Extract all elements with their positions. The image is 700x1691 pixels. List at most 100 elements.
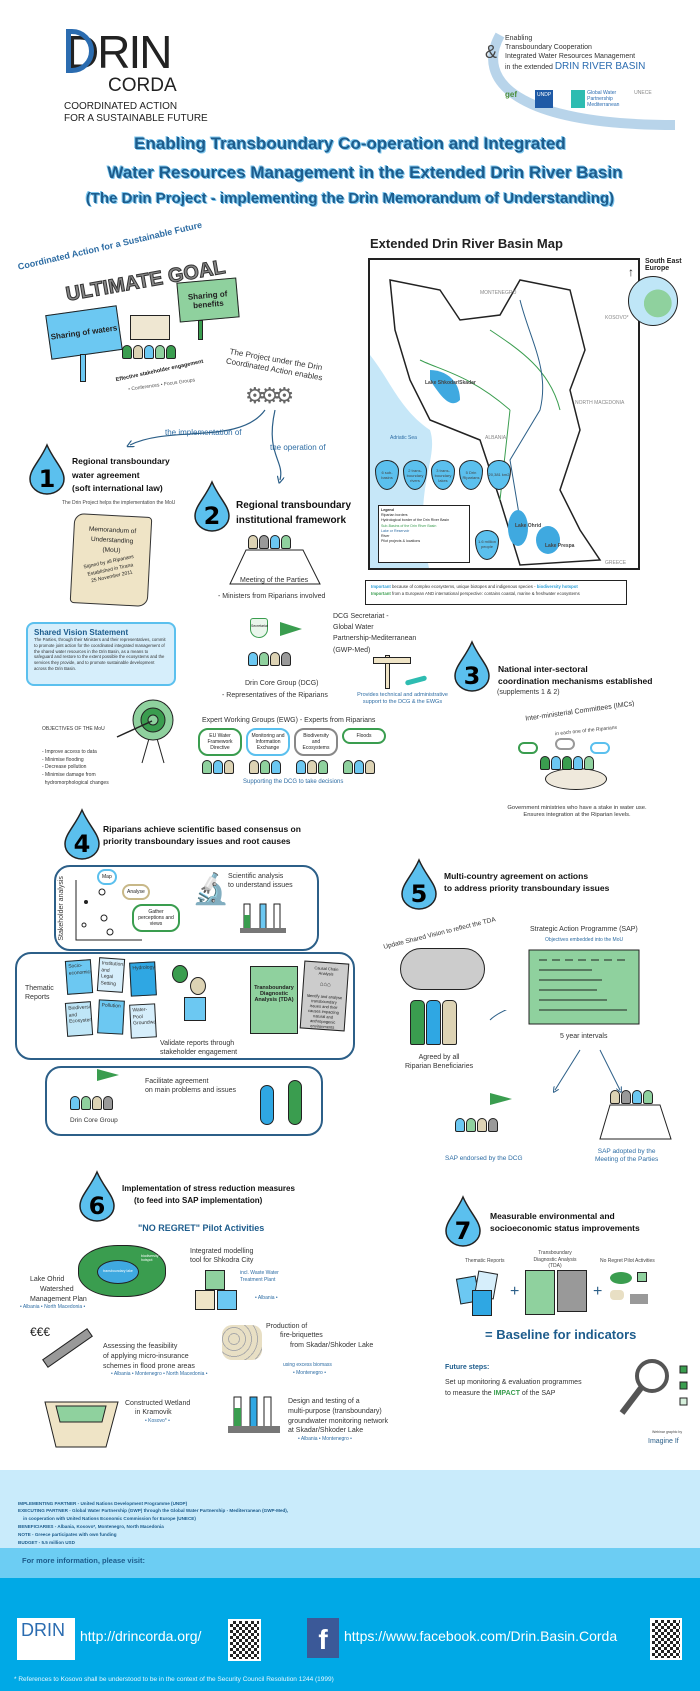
operation-label: the operation of	[270, 443, 326, 452]
inset-label: South East Europe	[645, 258, 682, 272]
analyse-bubble: Analyse	[122, 884, 150, 900]
intervals-label: 5 year intervals	[560, 1033, 608, 1040]
facilitate-box	[45, 1066, 323, 1136]
map-title: Extended Drin River Basin Map	[370, 236, 563, 251]
svg-text:4: 4	[74, 830, 91, 858]
flag-icon	[280, 622, 302, 636]
title-line: (soft international law)	[72, 483, 163, 494]
ewg-groups: EU Water Framework Directive Monitoring …	[198, 728, 386, 756]
stakeholder-axis-label: Stakeholder analysis	[57, 876, 65, 941]
country-label: MONTENEGRO	[480, 290, 517, 296]
shared-vision-title: Shared Vision Statement	[34, 628, 129, 637]
main-title-line-3: (The Drin Project - implementing the Dri…	[85, 190, 615, 207]
sap-title: Strategic Action Programme (SAP)	[530, 926, 638, 933]
map-bubble: Map	[97, 869, 117, 885]
baseline-label: = Baseline for indicators	[485, 1327, 636, 1342]
imc-sub: in each one of the Riparians	[554, 724, 618, 738]
cubes-icon	[195, 1270, 240, 1315]
website-link[interactable]: http://drincorda.org/	[80, 1628, 202, 1644]
title-line: (to feed into SAP implementation)	[134, 1195, 263, 1205]
important-text: because of complex ecosystems, unique bi…	[392, 584, 536, 589]
pilot-line: in Kramovik	[135, 1408, 172, 1416]
partner-line: Transboundary Cooperation	[505, 43, 592, 51]
causal-text: Identify and analyse transboundary issue…	[306, 992, 343, 1030]
imc-label: Inter-ministerial Committees (IMCs)	[524, 700, 635, 723]
drop-number-2-icon: 2	[193, 480, 231, 532]
engagement-item: Conferences	[131, 382, 160, 393]
pilot-line: tool for Shkodra City	[190, 1256, 254, 1264]
country-label: GREECE	[605, 560, 627, 566]
pilot-location: • Albania • Montenegro • North Macedonia…	[111, 1371, 208, 1378]
facebook-link[interactable]: https://www.facebook.com/Drin.Basin.Cord…	[344, 1628, 618, 1644]
sap-endorsed: SAP endorsed by the DCG	[445, 1155, 523, 1162]
mou-note: The Drin Project helps the implementatio…	[62, 500, 176, 506]
important-label: Important	[371, 584, 391, 589]
ewg-bubble: EU Water Framework Directive	[198, 728, 242, 756]
pilot-line: from Skadar/Shkoder Lake	[290, 1341, 374, 1349]
facebook-icon[interactable]: f	[307, 1618, 339, 1658]
pilot-line: fire-briquettes	[280, 1332, 323, 1340]
fact-drop: 1.6 million people	[475, 530, 499, 560]
test-tubes-icon	[240, 903, 286, 933]
report-book: Institutional and Legal Setting	[96, 957, 126, 993]
title-line: Measurable environmental and	[490, 1211, 615, 1221]
plus-sign: +	[510, 1283, 520, 1300]
microscope-icon: 🔬	[192, 873, 230, 906]
agreed-line: Agreed by all	[418, 1054, 460, 1061]
science-line: Scientific analysis	[228, 873, 284, 880]
main-title-line-2: Water Resources Management in the Extend…	[107, 163, 623, 182]
gef-logo: gef	[505, 90, 517, 99]
validate-line: stakeholder engagement	[160, 1048, 238, 1056]
svg-text:6: 6	[89, 1192, 106, 1220]
section-4-title: Riparians achieve scientific based conse…	[103, 823, 301, 848]
important-text: from a European AND international perspe…	[392, 590, 580, 596]
partner-text: Enabling Transboundary Cooperation Integ…	[505, 35, 645, 74]
magnifier-icon	[619, 1359, 688, 1415]
meeting-of-parties-sub: - Ministers from Riparians involved	[218, 593, 326, 600]
pilot-location: • Kosovo* •	[145, 1417, 170, 1424]
engagement-item: Focus Groups	[163, 377, 196, 388]
imagine-if-logo: Imagine If	[648, 1438, 679, 1445]
kosovo-footnote: * References to Kosovo shall be understo…	[14, 1676, 334, 1683]
sign-label: Sharing of waters	[50, 323, 118, 342]
sign-sharing-waters: Sharing of waters	[45, 305, 123, 360]
drop-number-6-icon: 6	[78, 1170, 116, 1222]
future-line: to measure the	[445, 1390, 492, 1398]
footer-line: EXECUTING PARTNER - Global Water Partner…	[18, 1508, 289, 1514]
pilot-location: • Albania • North Macedonia •	[20, 1304, 86, 1311]
gears-icon: ⚙⚙⚙	[245, 383, 294, 408]
shared-vision-box: Shared Vision Statement The Parties, thr…	[26, 622, 176, 686]
svg-text:2: 2	[204, 502, 221, 530]
important-highlight: biodiversity hotspot	[536, 584, 578, 589]
sap-arrows	[489, 1010, 650, 1100]
basin-map: MONTENEGRO KOSOVO* ALBANIA NORTH MACEDON…	[368, 258, 640, 570]
drin-corda-logo: DRIN CORDA COORDINATED ACTION FOR A SUST…	[48, 25, 208, 125]
adopted-line: SAP adopted by the	[597, 1148, 656, 1155]
secretariat-line: Partnership-Mediterranean	[333, 635, 417, 643]
map-facts: 6 sub-basins 2 trans-boundary rivers 3 t…	[375, 460, 525, 490]
logo-text: DRIN	[21, 1620, 65, 1640]
qr-code-website	[228, 1619, 261, 1661]
impact-highlight: IMPACT	[493, 1390, 520, 1398]
pilot-line: multi-purpose (transboundary)	[288, 1407, 382, 1415]
country-label: NORTH MACEDONIA	[575, 400, 625, 406]
gwp-logo: Global Water Partnership Mediterranean	[571, 90, 619, 108]
legend-item: Sub-Basins of the Drin River Basin	[381, 523, 437, 528]
drop-number-4-icon: 4	[63, 808, 101, 860]
qr-code-facebook	[650, 1618, 682, 1660]
title-line: National inter-sectoral	[498, 664, 588, 674]
insurance-icon: €€€	[30, 1325, 95, 1370]
fact-drop: 2 trans-boundary rivers	[403, 460, 427, 490]
sign-post	[198, 320, 203, 340]
footer-line: IMPLEMENTING PARTNER - United Nations De…	[18, 1500, 188, 1506]
input-label: No Regret Pilot Activities	[600, 1258, 655, 1264]
speech-bubble-icon	[555, 738, 575, 750]
input-label: Transboundary Diagnostic Analysis (TDA)	[533, 1250, 577, 1269]
tda-label: Transboundary Diagnostic Analysis (TDA)	[254, 985, 294, 1003]
causal-chain-card: Causal Chain Analysis⌂⌂⌂Identify and ana…	[299, 960, 350, 1032]
title-line: Riparians achieve scientific based conse…	[103, 824, 301, 834]
